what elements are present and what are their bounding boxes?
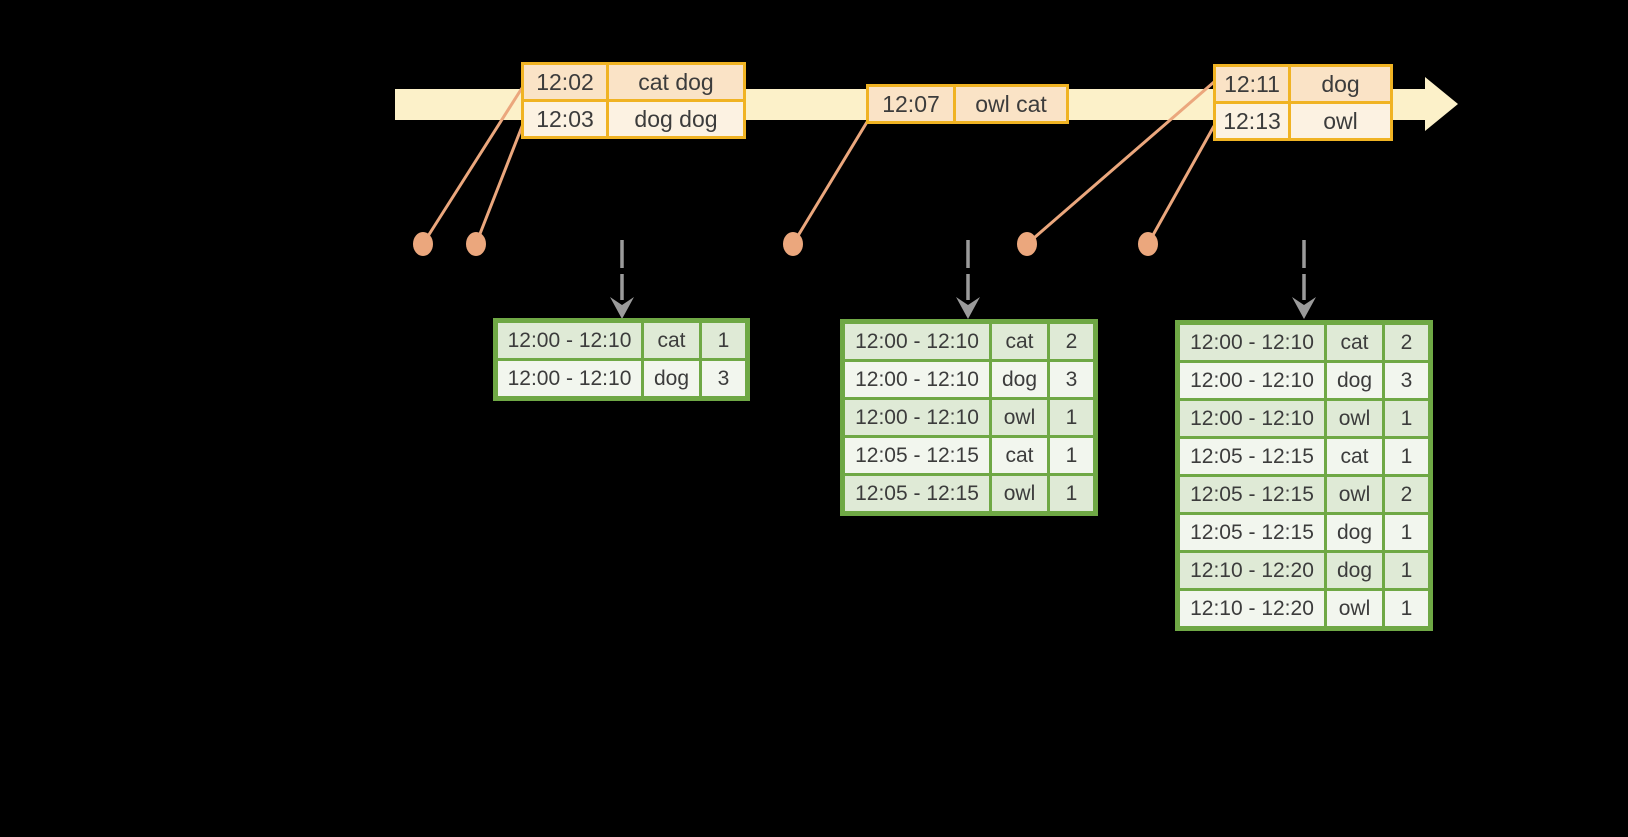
- count-cell: 1: [1385, 401, 1428, 436]
- table-row: 12:05 - 12:15 cat 1: [1180, 439, 1428, 474]
- event-connector-line: [421, 87, 524, 245]
- table-row: 12:13 owl: [1216, 104, 1390, 138]
- table-row: 12:05 - 12:15 dog 1: [1180, 515, 1428, 550]
- count-cell: 1: [1050, 476, 1093, 511]
- event-time-cell: 12:13: [1216, 104, 1288, 138]
- event-connector-line: [791, 121, 869, 245]
- table-row: 12:10 - 12:20 owl 1: [1180, 591, 1428, 626]
- word-cell: cat: [1327, 439, 1382, 474]
- table-row: 12:03 dog dog: [524, 102, 743, 136]
- count-cell: 1: [1385, 553, 1428, 588]
- window-cell: 12:05 - 12:15: [1180, 515, 1324, 550]
- word-cell: dog: [644, 361, 699, 396]
- window-cell: 12:00 - 12:10: [498, 323, 641, 358]
- count-cell: 1: [702, 323, 745, 358]
- event-connector-line: [474, 123, 525, 245]
- count-cell: 2: [1385, 325, 1428, 360]
- count-cell: 3: [1050, 362, 1093, 397]
- event-dot-icon: [1138, 232, 1158, 256]
- table-row: 12:00 - 12:10 cat 2: [845, 324, 1093, 359]
- window-cell: 12:05 - 12:15: [845, 476, 989, 511]
- window-cell: 12:05 - 12:15: [1180, 477, 1324, 512]
- event-connector-line: [1146, 125, 1216, 245]
- table-row: 12:00 - 12:10 owl 1: [845, 400, 1093, 435]
- event-time-cell: 12:07: [869, 87, 953, 121]
- event-dot-icon: [466, 232, 486, 256]
- window-cell: 12:00 - 12:10: [498, 361, 641, 396]
- word-cell: dog: [1327, 363, 1382, 398]
- table-row: 12:11 dog: [1216, 67, 1390, 101]
- event-dot-icon: [413, 232, 433, 256]
- event-dot-icon: [783, 232, 803, 256]
- event-words-cell: owl cat: [956, 87, 1066, 121]
- trigger-arrowhead-icon: [1292, 297, 1316, 319]
- window-cell: 12:10 - 12:20: [1180, 553, 1324, 588]
- event-words-cell: dog dog: [609, 102, 743, 136]
- word-cell: cat: [1327, 325, 1382, 360]
- window-cell: 12:10 - 12:20: [1180, 591, 1324, 626]
- window-cell: 12:00 - 12:10: [1180, 401, 1324, 436]
- result-table-2: 12:00 - 12:10 cat 2 12:00 - 12:10 dog 3 …: [840, 319, 1098, 516]
- count-cell: 2: [1385, 477, 1428, 512]
- result-table-3: 12:00 - 12:10 cat 2 12:00 - 12:10 dog 3 …: [1175, 320, 1433, 631]
- result-table-1: 12:00 - 12:10 cat 1 12:00 - 12:10 dog 3: [493, 318, 750, 401]
- window-cell: 12:05 - 12:15: [1180, 439, 1324, 474]
- table-row: 12:00 - 12:10 dog 3: [498, 361, 745, 396]
- event-dot-icon: [1017, 232, 1037, 256]
- count-cell: 1: [1050, 400, 1093, 435]
- count-cell: 3: [1385, 363, 1428, 398]
- word-cell: dog: [992, 362, 1047, 397]
- window-cell: 12:00 - 12:10: [1180, 363, 1324, 398]
- word-cell: cat: [992, 438, 1047, 473]
- table-row: 12:00 - 12:10 dog 3: [1180, 363, 1428, 398]
- table-row: 12:02 cat dog: [524, 65, 743, 99]
- window-cell: 12:00 - 12:10: [845, 400, 989, 435]
- word-cell: owl: [1327, 591, 1382, 626]
- event-time-cell: 12:02: [524, 65, 606, 99]
- word-cell: owl: [1327, 477, 1382, 512]
- trigger-arrowhead-icon: [956, 297, 980, 319]
- word-cell: cat: [644, 323, 699, 358]
- count-cell: 3: [702, 361, 745, 396]
- count-cell: 1: [1385, 439, 1428, 474]
- trigger-arrowhead-icon: [610, 297, 634, 319]
- event-words-cell: cat dog: [609, 65, 743, 99]
- count-cell: 1: [1050, 438, 1093, 473]
- word-cell: owl: [1327, 401, 1382, 436]
- window-cell: 12:00 - 12:10: [845, 324, 989, 359]
- event-words-cell: owl: [1291, 104, 1390, 138]
- event-time-cell: 12:03: [524, 102, 606, 136]
- word-cell: dog: [1327, 553, 1382, 588]
- event-time-cell: 12:11: [1216, 67, 1288, 101]
- table-row: 12:05 - 12:15 owl 2: [1180, 477, 1428, 512]
- table-row: 12:00 - 12:10 cat 1: [498, 323, 745, 358]
- table-row: 12:00 - 12:10 owl 1: [1180, 401, 1428, 436]
- timeline-arrowhead-icon: [1425, 77, 1458, 131]
- word-cell: owl: [992, 476, 1047, 511]
- table-row: 12:10 - 12:20 dog 1: [1180, 553, 1428, 588]
- word-cell: dog: [1327, 515, 1382, 550]
- table-row: 12:00 - 12:10 cat 2: [1180, 325, 1428, 360]
- count-cell: 1: [1385, 591, 1428, 626]
- word-cell: owl: [992, 400, 1047, 435]
- table-row: 12:07 owl cat: [869, 87, 1066, 121]
- window-cell: 12:05 - 12:15: [845, 438, 989, 473]
- event-words-cell: dog: [1291, 67, 1390, 101]
- count-cell: 2: [1050, 324, 1093, 359]
- event-table-2: 12:07 owl cat: [866, 84, 1069, 124]
- event-table-1: 12:02 cat dog 12:03 dog dog: [521, 62, 746, 139]
- event-table-3: 12:11 dog 12:13 owl: [1213, 64, 1393, 141]
- table-row: 12:05 - 12:15 cat 1: [845, 438, 1093, 473]
- event-connector-line: [1026, 80, 1215, 246]
- window-cell: 12:00 - 12:10: [1180, 325, 1324, 360]
- window-cell: 12:00 - 12:10: [845, 362, 989, 397]
- table-row: 12:00 - 12:10 dog 3: [845, 362, 1093, 397]
- word-cell: cat: [992, 324, 1047, 359]
- count-cell: 1: [1385, 515, 1428, 550]
- table-row: 12:05 - 12:15 owl 1: [845, 476, 1093, 511]
